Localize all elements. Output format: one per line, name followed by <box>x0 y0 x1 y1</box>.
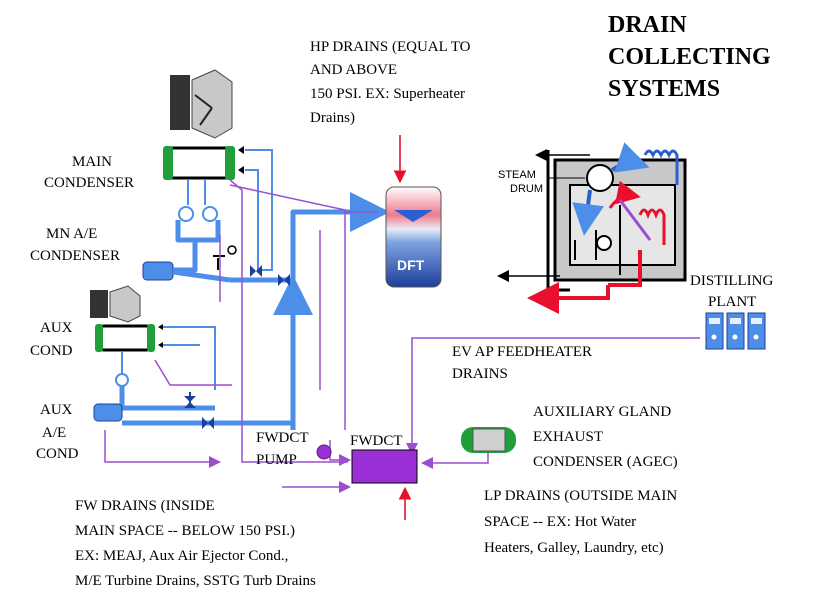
main-condenser-end-right <box>225 146 235 180</box>
evap-feedheater-label-2: DRAINS <box>452 366 508 382</box>
aux-ae-label-3: COND <box>36 446 79 462</box>
aux-cond-label-2: COND <box>30 343 73 359</box>
mn-ae-to-pumps-pipe <box>173 240 198 273</box>
fw-drains-line-4: M/E Turbine Drains, SSTG Turb Drains <box>75 573 316 589</box>
dft-tank: DFT <box>385 186 442 288</box>
fwdct-pump <box>316 444 332 460</box>
vent-valve <box>250 265 262 277</box>
main-turbine <box>170 69 233 139</box>
main-condenser-end-left <box>163 146 173 180</box>
hp-drains-line-4: Drains) <box>310 110 355 126</box>
steam-drum-label-2: DRUM <box>510 183 543 195</box>
aux-ae-unit <box>93 403 123 422</box>
main-turbine-shaft <box>194 94 213 126</box>
aux-cond-line-1 <box>163 326 216 390</box>
agec-label-3: CONDENSER (AGEC) <box>533 454 678 470</box>
agec-label-1: AUXILIARY GLAND <box>533 404 671 420</box>
main-cond-vent-line-2 <box>245 169 259 270</box>
mn-ae-condenser-label-2: CONDENSER <box>30 248 120 264</box>
mn-ae-check-valve <box>213 245 237 270</box>
fw-drains-line-2: MAIN SPACE -- BELOW 150 PSI.) <box>75 523 295 539</box>
agec-label-2: EXHAUST <box>533 429 603 445</box>
hp-drains-line-3: 150 PSI. EX: Superheater <box>310 86 465 102</box>
boiler-red-pipe <box>585 285 610 300</box>
mn-ae-condenser-label-1: MN A/E <box>46 226 97 242</box>
aux-condenser <box>95 324 163 352</box>
steam-drum-label-1: STEAM <box>498 169 536 181</box>
lp-drains-line-2: SPACE -- EX: Hot Water <box>484 514 636 530</box>
main-condenser-label-2: CONDENSER <box>44 175 134 191</box>
aux-ae-label-2: A/E <box>42 425 66 441</box>
main-turbine-block <box>170 75 190 130</box>
fwdct-label: FWDCT <box>350 433 403 449</box>
agec-unit <box>461 427 516 453</box>
title-line-2: COLLECTING <box>608 44 771 70</box>
fw-drains-label: FW DRAINS (INSIDE MAIN SPACE -- BELOW 15… <box>75 498 316 589</box>
evap-feedheater-label-1: EV AP FEEDHEATER <box>452 344 592 360</box>
aux-valve-1 <box>184 396 196 408</box>
main-condenser <box>163 146 244 180</box>
drain-lines <box>104 179 700 493</box>
fw-drains-line-3: EX: MEAJ, Aux Air Ejector Cond., <box>75 548 288 564</box>
fwdct-pump-label-2: PUMP <box>256 452 297 468</box>
lp-drains-label: LP DRAINS (OUTSIDE MAIN SPACE -- EX: Hot… <box>484 488 677 556</box>
mn-ae-feed-pipe-b <box>172 269 231 283</box>
aux-ae-label-1: AUX <box>40 402 73 418</box>
distilling-plant-units <box>705 312 766 350</box>
title: DRAIN COLLECTING SYSTEMS <box>608 12 771 102</box>
main-condenser-shell <box>166 146 232 180</box>
mn-ae-condenser-unit <box>142 261 174 281</box>
distilling-plant-label-2: PLANT <box>708 294 756 310</box>
aux-cond-return <box>119 386 215 411</box>
fwdct-pump-label-1: FWDCT <box>256 430 309 446</box>
mud-drum <box>596 235 612 251</box>
main-turbine-casing <box>191 69 233 139</box>
dft-spray-tray <box>394 210 433 222</box>
main-feed-riser <box>290 192 390 430</box>
aux-cond-label-1: AUX <box>40 320 73 336</box>
boiler-red-pipe-2 <box>608 250 642 287</box>
steam-drum <box>586 164 614 192</box>
hp-drains-line-2: AND ABOVE <box>310 62 397 78</box>
main-condensate-pumps <box>175 180 221 243</box>
aux-cond-pump <box>115 373 129 387</box>
dft-label: DFT <box>397 257 425 273</box>
title-line-3: SYSTEMS <box>608 76 720 102</box>
lp-drains-line-3: Heaters, Galley, Laundry, etc) <box>484 540 664 556</box>
main-cond-vent-line <box>245 149 273 271</box>
title-line-1: DRAIN <box>608 12 687 38</box>
main-condenser-label-1: MAIN <box>72 154 112 170</box>
boiler <box>546 142 687 292</box>
mn-ae-valve <box>278 274 290 286</box>
aux-valve-2 <box>202 417 214 429</box>
distilling-plant-label-1: DISTILLING <box>690 273 773 289</box>
lp-drains-line-1: LP DRAINS (OUTSIDE MAIN <box>484 488 677 504</box>
hp-drains-line-1: HP DRAINS (EQUAL TO <box>310 39 471 55</box>
superheater-coil <box>643 149 679 185</box>
hp-drains-label: HP DRAINS (EQUAL TO AND ABOVE 150 PSI. E… <box>310 39 471 126</box>
fw-drains-line-1: FW DRAINS (INSIDE <box>75 498 215 514</box>
fwdct-tank <box>351 449 418 484</box>
main-condenser-valves <box>238 146 244 174</box>
aux-turbine <box>90 285 141 323</box>
